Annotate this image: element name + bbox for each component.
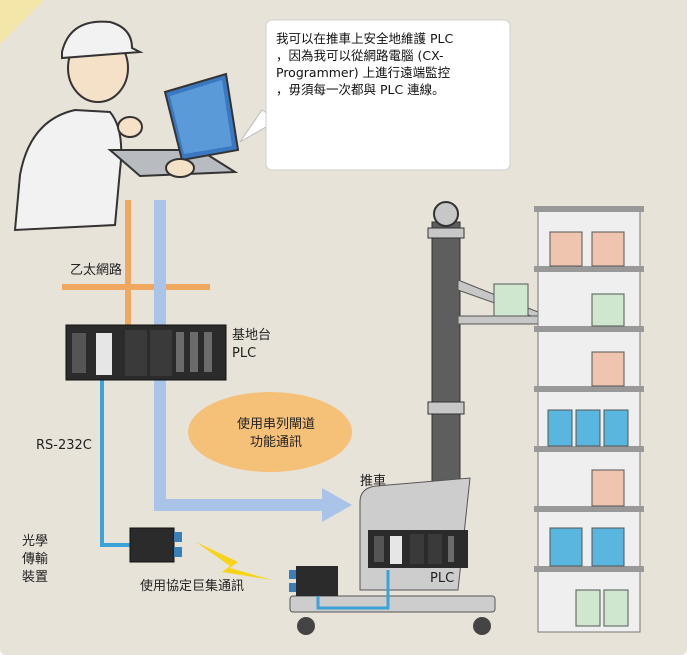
base-plc-device xyxy=(65,324,227,381)
speech-bubble xyxy=(239,19,511,171)
cart-body xyxy=(289,477,496,635)
base-plc-label: 基地台 PLC xyxy=(232,328,272,361)
serial-gateway-label: 使用串列閘道 功能通訊 xyxy=(236,417,315,450)
wireless-path xyxy=(154,200,330,511)
warehouse-shelf xyxy=(534,206,644,633)
rs232c-cable xyxy=(100,380,130,547)
rs232c-label: RS-232C xyxy=(36,438,92,453)
ethernet-label: 乙太網路 xyxy=(70,263,123,278)
optical-device-label: 光學 傳輸 裝置 xyxy=(22,534,49,585)
corner-tab xyxy=(0,0,44,44)
wireless-lightning xyxy=(196,542,272,580)
cart-plc-label: PLC xyxy=(430,571,455,586)
speech-bubble-text: 我可以在推車上安全地維護 PLC ，因為我可以從網路電腦 (CX- Progra… xyxy=(276,31,454,97)
wireless-arrowhead xyxy=(322,488,352,522)
cart-label: 推車 xyxy=(360,474,387,489)
technician-figure xyxy=(13,20,240,232)
serial-gateway-oval xyxy=(188,392,352,472)
optical-device-left xyxy=(129,527,182,563)
protocol-macro-label: 使用協定巨集通訊 xyxy=(140,579,245,594)
